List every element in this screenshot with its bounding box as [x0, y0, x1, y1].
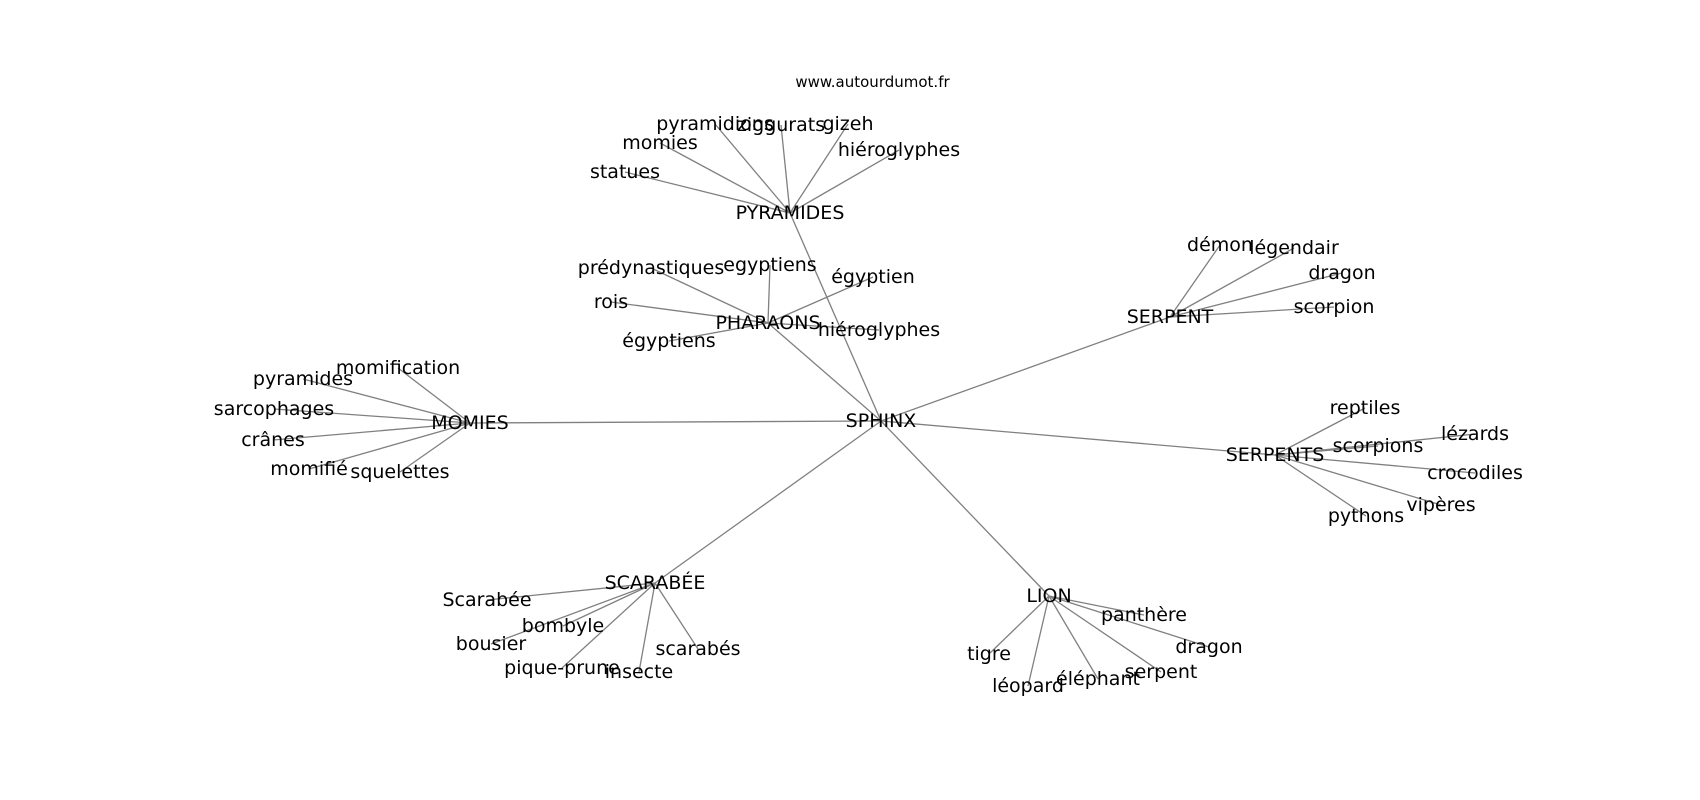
edge-serpents-reptiles [1274, 407, 1366, 456]
edge-serpent-dragon-1 [1169, 272, 1343, 318]
node-pyramidions: pyramidions [656, 113, 773, 135]
watermark: www.autourdumot.fr [795, 73, 950, 91]
edge-scarabée-pique-prune [561, 582, 656, 669]
edge-lion-serpent [1048, 595, 1162, 673]
edge-momies-momifié [308, 422, 471, 470]
edge-pyramides-hiéroglyphes-1 [789, 149, 900, 214]
edge-pyramides-statues [624, 171, 791, 214]
node-momification: momification [336, 357, 460, 379]
edge-serpents-crocodiles [1274, 454, 1476, 474]
edge-pharaons-hiéroglyphes-2 [767, 322, 880, 331]
node-serpent: serpent [1125, 661, 1198, 683]
edge-pyramides-momies [659, 142, 791, 214]
edge-serpents-scorpions [1274, 445, 1379, 456]
edge-sphinx-serpents [880, 420, 1276, 456]
node-insecte: insecte [605, 661, 674, 683]
node-légendair: légendair [1249, 237, 1339, 259]
edge-pyramides-pyramidions [714, 123, 791, 214]
edge-momies-crânes [272, 422, 471, 441]
edge-serpent-démon [1169, 244, 1221, 318]
node-momies: MOMIES [431, 412, 508, 434]
edge-momies-momification [397, 367, 471, 424]
node-pyramides: pyramides [253, 368, 353, 390]
node-crânes: crânes [241, 429, 305, 451]
node-éléphant: éléphant [1056, 668, 1140, 690]
node-tigre: tigre [967, 643, 1011, 665]
edge-sphinx-serpent [880, 316, 1171, 422]
node-momies: momies [622, 132, 698, 154]
node-scarabée: SCARABÉE [605, 571, 706, 594]
node-rois: rois [594, 291, 628, 313]
node-démon: démon [1187, 234, 1253, 256]
edge-lion-dragon-2 [1048, 595, 1210, 648]
node-crocodiles: crocodiles [1427, 462, 1523, 484]
node-sarcophages: sarcophages [214, 398, 334, 420]
node-scarabés: scarabés [655, 638, 740, 660]
edge-scarabée-bombyle [562, 582, 656, 627]
node-dragon-1: dragon [1308, 262, 1375, 284]
edge-pyramides-ziggurats [780, 124, 791, 214]
node-égyptien: égyptien [831, 266, 915, 288]
edge-sphinx-lion [880, 420, 1050, 597]
node-serpents: SERPENTS [1226, 444, 1325, 466]
node-scarabée: Scarabée [442, 589, 531, 611]
edge-lion-éléphant [1048, 595, 1099, 680]
node-sphinx: SPHINX [846, 410, 917, 432]
edge-pharaons-egyptiens [767, 264, 771, 324]
edge-momies-sarcophages [273, 408, 471, 424]
node-momifié: momifié [270, 458, 348, 480]
node-léopard: léopard [992, 675, 1064, 697]
node-pique-prune: pique-prune [504, 657, 620, 679]
node-scorpions: scorpions [1333, 435, 1424, 457]
node-gizeh: gizeh [822, 113, 873, 135]
edge-serpents-pythons [1274, 454, 1367, 517]
node-squelettes: squelettes [350, 461, 449, 483]
node-hiéroglyphes-2: hiéroglyphes [818, 319, 940, 341]
edge-scarabée-scarabée [486, 582, 656, 601]
node-reptiles: reptiles [1330, 397, 1401, 419]
edge-lion-tigre [988, 595, 1050, 655]
edge-lion-panthère [1048, 595, 1145, 616]
edge-layer [272, 123, 1476, 687]
node-pythons: pythons [1328, 505, 1404, 527]
edge-sphinx-scarabée [654, 420, 882, 584]
edge-scarabée-scarabés [654, 582, 699, 650]
edge-scarabée-insecte [638, 582, 656, 673]
node-lion: LION [1026, 585, 1071, 607]
edge-serpent-scorpion [1169, 306, 1335, 318]
edge-serpent-légendair [1169, 247, 1295, 318]
edge-momies-pyramides [302, 378, 471, 424]
edge-sphinx-pharaons [767, 322, 882, 422]
node-pyramides: PYRAMIDES [736, 202, 845, 224]
node-scorpion: scorpion [1294, 296, 1375, 318]
edge-lion-léopard [1027, 595, 1050, 687]
label-layer: SPHINX PYRAMIDES PHARAONS SERPENT SERPENTS MO… [214, 113, 1523, 697]
edge-pharaons-égyptien [767, 276, 874, 324]
node-ziggurats: ziggurats [737, 114, 825, 136]
node-bousier: bousier [456, 633, 527, 655]
node-vipères: vipères [1406, 494, 1475, 516]
edge-pyramides-gizeh [789, 123, 849, 214]
edge-pharaons-rois [610, 301, 769, 324]
edge-pharaons-égyptiens [668, 322, 769, 342]
node-egyptiens: egyptiens [723, 254, 816, 276]
edge-pharaons-prédynastiques [650, 267, 769, 324]
node-hiéroglyphes-1: hiéroglyphes [838, 139, 960, 161]
node-panthère: panthère [1101, 604, 1187, 626]
edge-scarabée-bousier [490, 582, 656, 645]
node-statues: statues [590, 161, 660, 183]
node-prédynastiques: prédynastiques [578, 257, 724, 279]
node-lézards: lézards [1441, 423, 1509, 445]
node-bombyle: bombyle [522, 615, 604, 637]
node-serpent: SERPENT [1127, 306, 1214, 328]
node-dragon-2: dragon [1175, 636, 1242, 658]
edge-sphinx-momies [469, 420, 882, 424]
node-pharaons: PHARAONS [715, 312, 820, 334]
edge-serpents-vipères [1274, 454, 1442, 506]
edge-sphinx-pyramides [789, 212, 882, 422]
edge-momies-squelettes [399, 422, 471, 473]
node-égyptiens: égyptiens [622, 330, 715, 352]
